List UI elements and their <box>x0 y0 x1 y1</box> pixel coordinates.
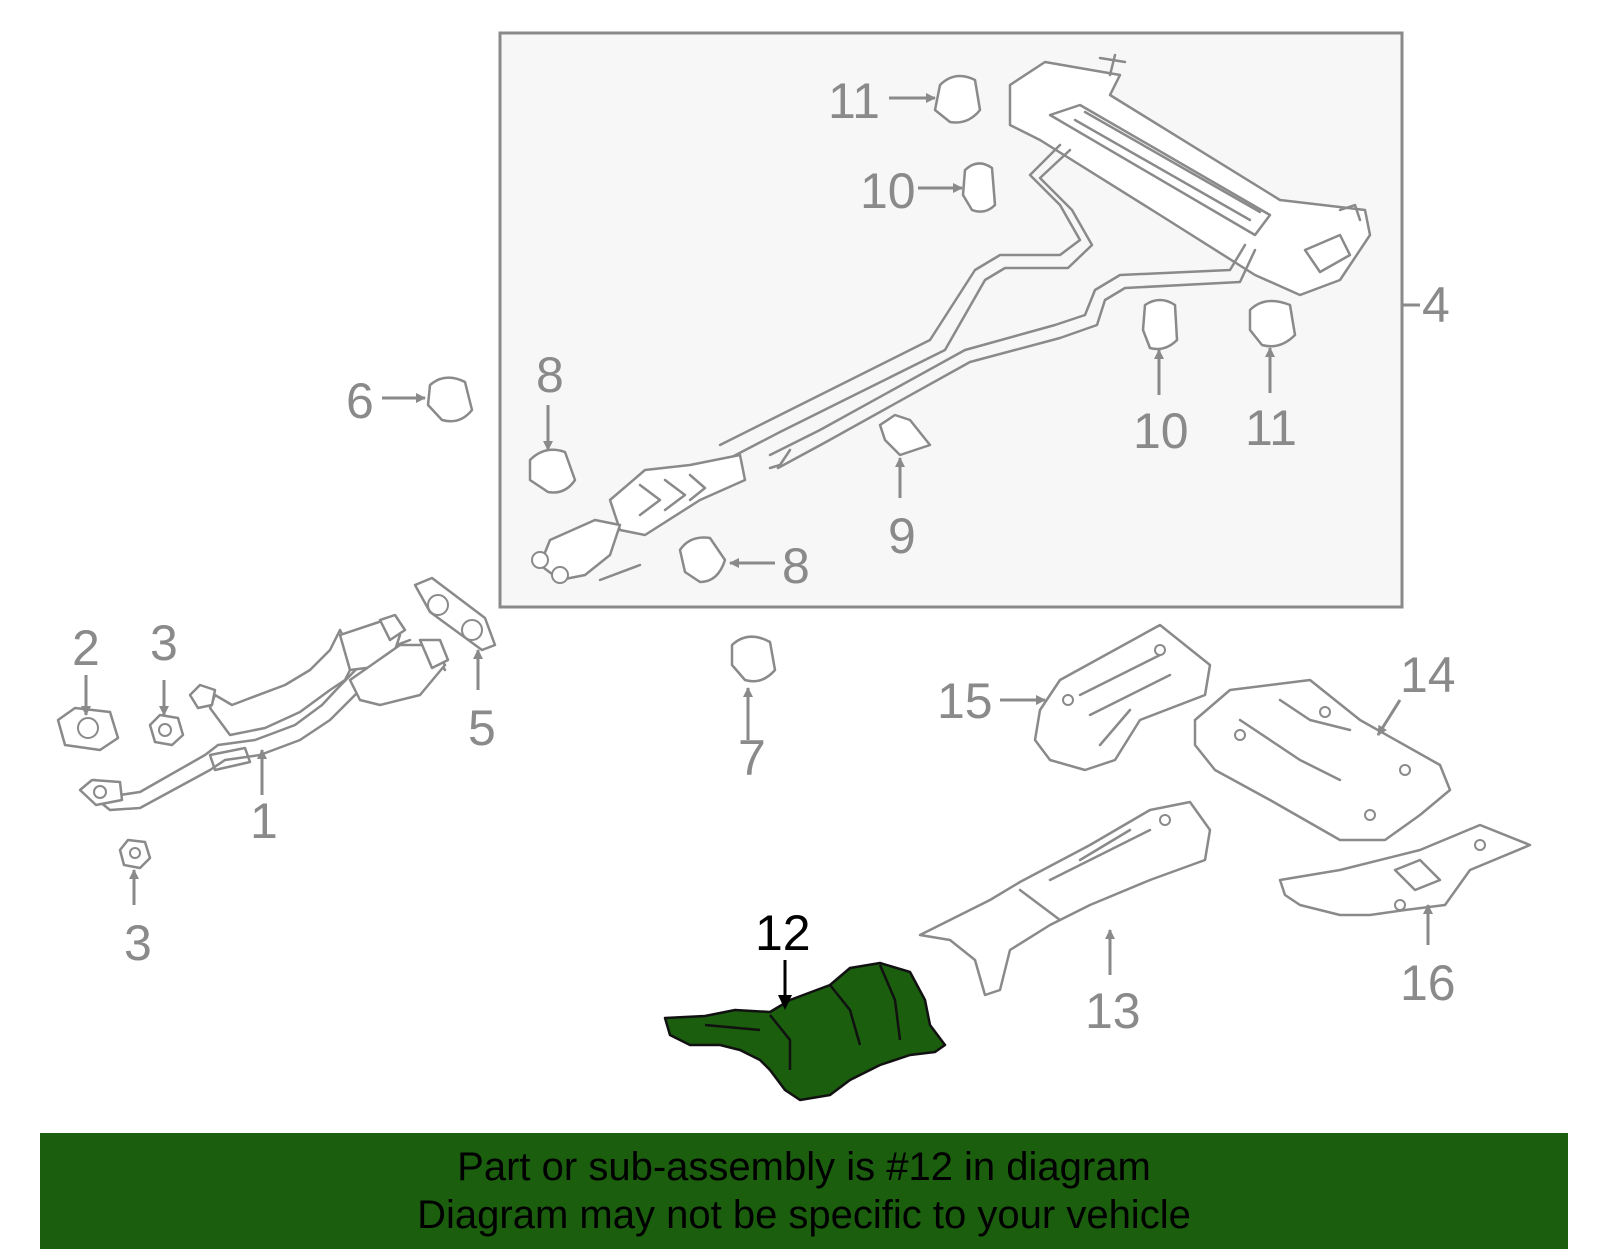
hanger-10-top <box>961 162 997 213</box>
part-info-banner: Part or sub-assembly is #12 in diagram D… <box>40 1133 1568 1249</box>
front-pipe-1 <box>78 613 450 812</box>
heat-shield-13 <box>918 800 1212 997</box>
heat-shield-15 <box>1033 623 1212 772</box>
callout-4: 4 <box>1422 277 1450 333</box>
callout-13: 13 <box>1085 983 1141 1039</box>
callout-15: 15 <box>937 673 993 729</box>
callout-8-top: 8 <box>536 347 564 403</box>
callout-14: 14 <box>1400 647 1456 703</box>
callout-7: 7 <box>738 730 766 786</box>
heat-shield-14 <box>1193 678 1452 842</box>
callout-3-bottom: 3 <box>124 915 152 971</box>
hanger-10-right <box>1141 298 1179 351</box>
callout-10-top: 10 <box>860 163 916 219</box>
callout-arrows <box>81 93 1433 1010</box>
hanger-8-top <box>528 448 577 494</box>
hanger-8-bottom <box>678 536 727 584</box>
heat-shield-16 <box>1278 823 1532 917</box>
hanger-7 <box>730 635 777 683</box>
callout-16: 16 <box>1400 955 1456 1011</box>
callout-labels: 1 2 3 3 4 5 6 7 8 8 9 10 10 11 11 12 13 … <box>72 73 1456 1039</box>
callout-2: 2 <box>72 620 100 676</box>
nut-3-bottom <box>118 838 152 870</box>
bracket-9 <box>878 413 932 457</box>
callout-11-top: 11 <box>828 73 880 129</box>
hanger-6 <box>426 376 474 423</box>
callout-10-right: 10 <box>1133 403 1189 459</box>
callout-8-bottom: 8 <box>782 538 810 594</box>
callout-6: 6 <box>346 373 374 429</box>
callout-9: 9 <box>888 508 916 564</box>
intermediate-pipe <box>531 143 1257 584</box>
nut-3-top <box>148 713 185 747</box>
callout-5: 5 <box>468 700 496 756</box>
hanger-11-top <box>933 74 982 124</box>
heat-shield-12-highlighted <box>663 961 947 1102</box>
callout-3-top: 3 <box>150 615 178 671</box>
callout-11-right: 11 <box>1245 400 1297 456</box>
callout-1: 1 <box>250 793 278 849</box>
gasket-2 <box>56 706 120 752</box>
banner-line-2: Diagram may not be specific to your vehi… <box>417 1193 1191 1237</box>
callout-12: 12 <box>755 905 811 961</box>
banner-line-1: Part or sub-assembly is #12 in diagram <box>457 1145 1151 1189</box>
hanger-11-right <box>1248 299 1297 348</box>
gasket-5 <box>413 576 497 652</box>
rear-muffler-assembly <box>1008 53 1372 297</box>
